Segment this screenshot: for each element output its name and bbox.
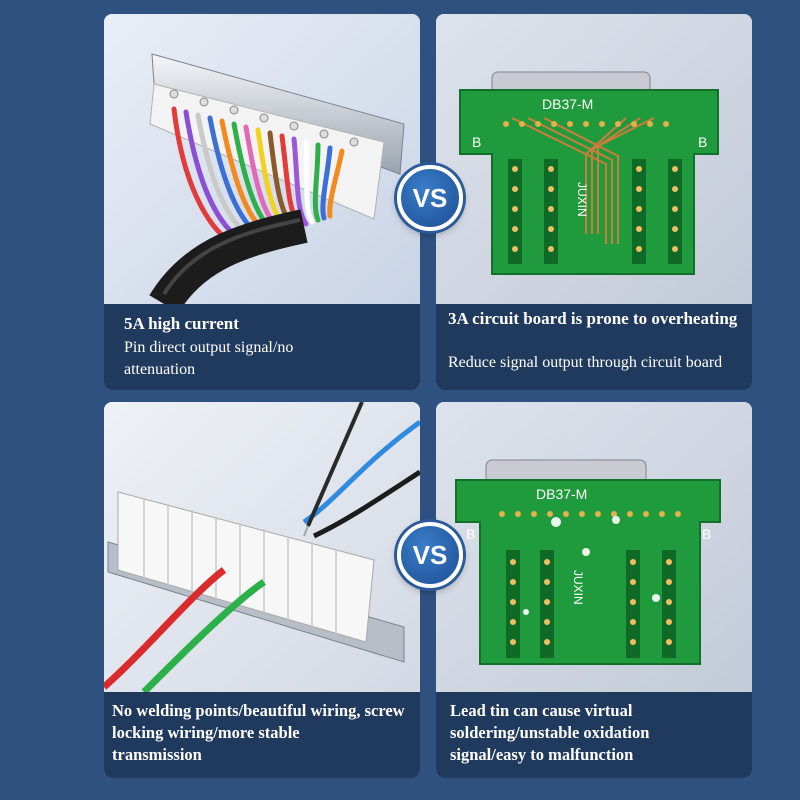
comparison-panel-screw-terminal: No welding points/beautiful wiring, scre…: [104, 402, 420, 778]
caption-title: 3A circuit board is prone to overheating: [448, 309, 738, 328]
caption-body: Pin direct output signal/no attenuation: [124, 339, 294, 378]
circuit-board-image: DB37-M B B JUXIN: [436, 14, 752, 304]
caption-title: No welding points/beautiful wiring, scre…: [112, 701, 405, 764]
caption-box: 3A circuit board is prone to overheating…: [436, 304, 752, 390]
board-mark-left: B: [472, 134, 481, 150]
comparison-panel-soldered-board: DB37-M B B JUXIN Lead tin can cause virt…: [436, 402, 752, 778]
board-mark-right: B: [702, 526, 711, 542]
board-mark-left: B: [466, 526, 475, 542]
caption-title: Lead tin can cause virtual soldering/uns…: [450, 701, 650, 764]
board-label: DB37-M: [536, 486, 587, 502]
vs-badge: VS: [397, 165, 463, 231]
brand-label: JUXIN: [571, 570, 585, 605]
caption-body: Reduce signal output through circuit boa…: [448, 354, 723, 371]
board-label: DB37-M: [542, 96, 593, 112]
comparison-panel-direct-wire: 5A high current Pin direct output signal…: [104, 14, 420, 390]
wired-connector-image: [104, 14, 420, 304]
caption-box: Lead tin can cause virtual soldering/uns…: [436, 692, 752, 778]
caption-box: No welding points/beautiful wiring, scre…: [104, 692, 420, 778]
board-mark-right: B: [698, 134, 707, 150]
vs-badge: VS: [397, 522, 463, 588]
soldered-board-image: DB37-M B B JUXIN: [436, 402, 752, 692]
screw-terminal-image: [104, 402, 420, 692]
caption-title: 5A high current: [124, 314, 239, 333]
comparison-panel-circuit-board: DB37-M B B JUXIN: [436, 14, 752, 390]
caption-box: 5A high current Pin direct output signal…: [104, 304, 420, 390]
brand-label: JUXIN: [575, 182, 589, 217]
